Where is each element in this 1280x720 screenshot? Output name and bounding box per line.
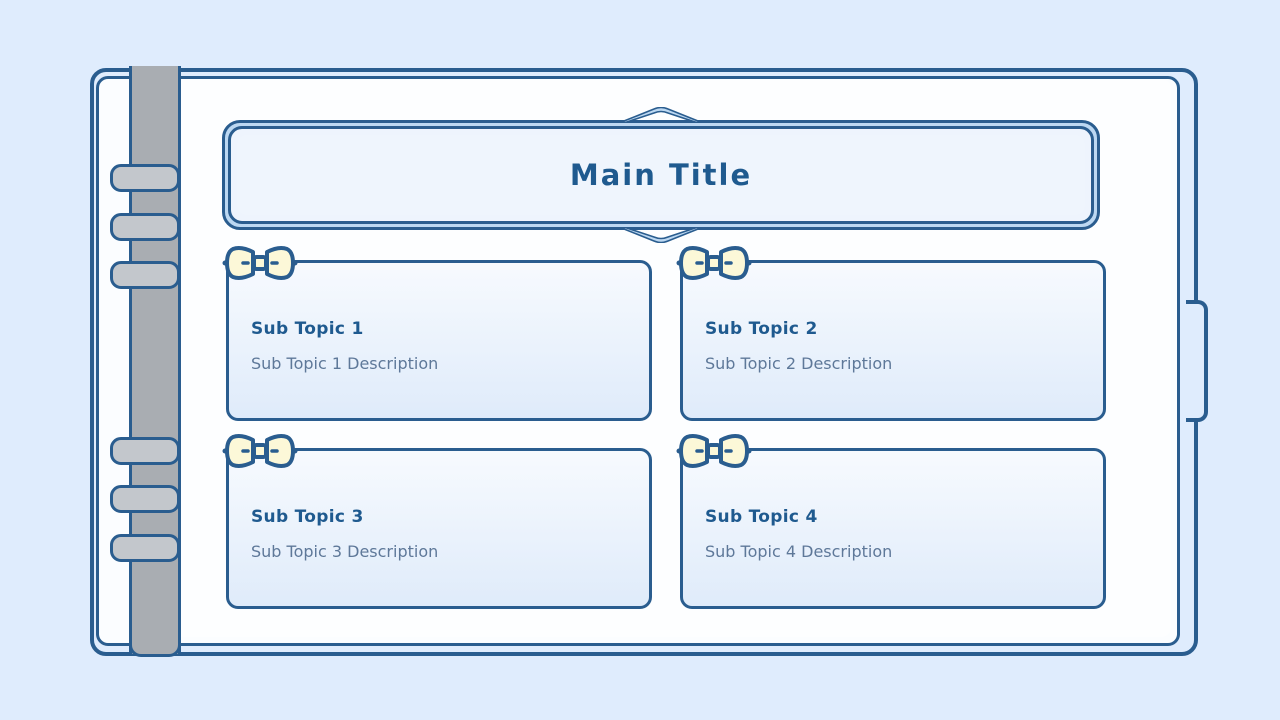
banner-inner-area: Main Title <box>237 135 1085 215</box>
binder-ring <box>110 213 180 241</box>
card-title: Sub Topic 1 <box>251 319 364 339</box>
bow-tie-icon <box>676 434 752 468</box>
banner-middle-frame: Main Title <box>228 126 1094 224</box>
binder-ring <box>110 164 180 192</box>
card-description: Sub Topic 4 Description <box>705 542 893 561</box>
binder-ring <box>110 534 180 562</box>
title-banner: Main Title <box>222 107 1100 243</box>
card-title: Sub Topic 3 <box>251 507 364 527</box>
card-sub-topic-2[interactable]: Sub Topic 2 Sub Topic 2 Description <box>676 246 1106 421</box>
banner-notch-bottom-icon <box>624 227 698 243</box>
card-description: Sub Topic 2 Description <box>705 354 893 373</box>
banner-notch-top-icon <box>624 107 698 123</box>
spine-cap-bottom <box>129 632 181 657</box>
card-description: Sub Topic 3 Description <box>251 542 439 561</box>
binder-ring <box>110 261 180 289</box>
card-title: Sub Topic 4 <box>705 507 818 527</box>
binder-ring <box>110 437 180 465</box>
card-sub-topic-4[interactable]: Sub Topic 4 Sub Topic 4 Description <box>676 434 1106 609</box>
card-sub-topic-3[interactable]: Sub Topic 3 Sub Topic 3 Description <box>222 434 652 609</box>
bow-tie-icon <box>222 434 298 468</box>
card-description: Sub Topic 1 Description <box>251 354 439 373</box>
bow-tie-icon <box>676 246 752 280</box>
bookmark-tab[interactable] <box>1186 300 1208 422</box>
bow-tie-icon <box>222 246 298 280</box>
page-title: Main Title <box>569 158 753 192</box>
binder-spine <box>129 66 181 654</box>
card-sub-topic-1[interactable]: Sub Topic 1 Sub Topic 1 Description <box>222 246 652 421</box>
binder-ring <box>110 485 180 513</box>
card-title: Sub Topic 2 <box>705 319 818 339</box>
